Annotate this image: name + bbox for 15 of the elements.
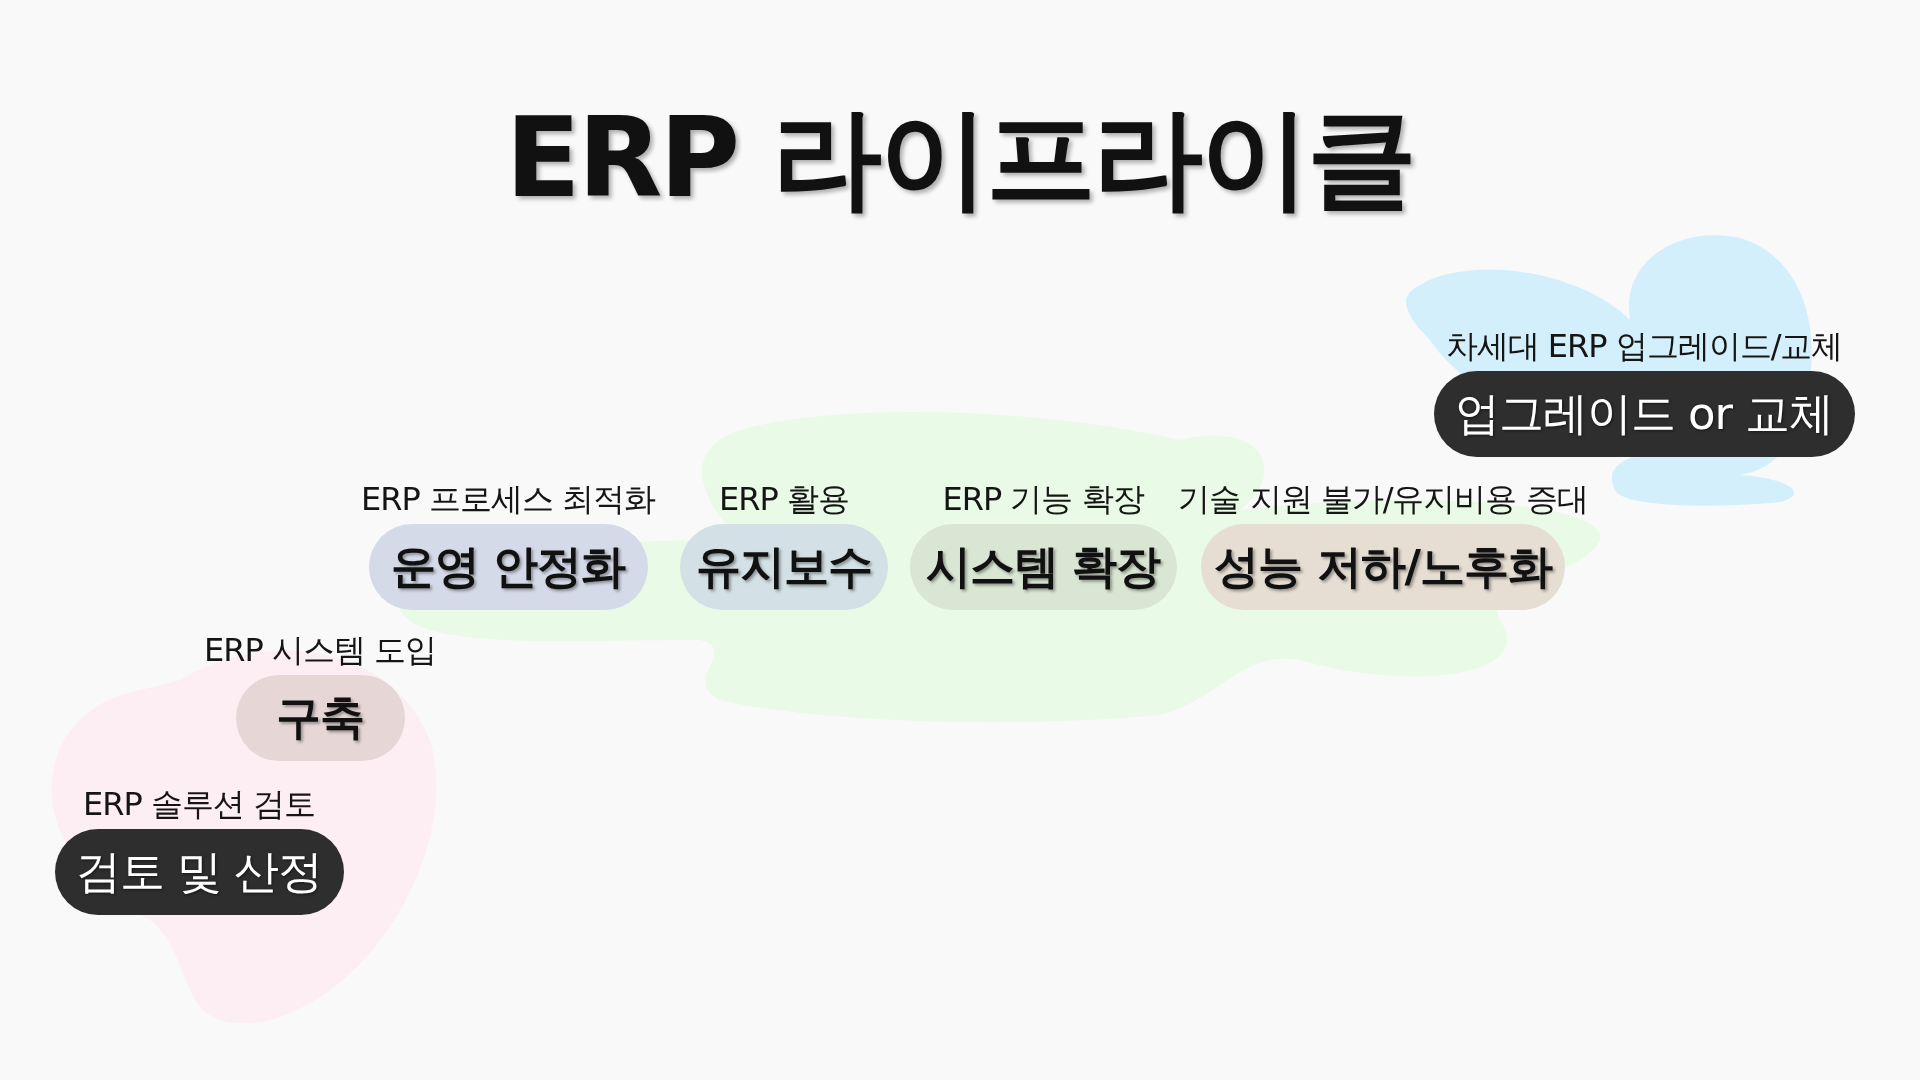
stage-caption: ERP 기능 확장 [942,480,1144,518]
title: ERP 라이프라이클 [504,93,1416,224]
stage-pill: 유지보수 [680,524,888,610]
stage-pill: 운영 안정화 [368,524,648,610]
stage-pill: 업그레이드 or 교체 [1433,371,1855,457]
stage-caption: ERP 활용 [719,480,849,518]
stage-caption: 기술 지원 불가/유지비용 증대 [1178,480,1588,518]
stage-caption: ERP 프로세스 최적화 [360,480,656,518]
stage-pill: 시스템 확장 [909,524,1177,610]
stage-caption: ERP 시스템 도입 [203,631,437,669]
stage-caption: ERP 솔루션 검토 [82,785,316,823]
stage-pill: 검토 및 산정 [54,829,344,915]
stage-pill: 구축 [235,675,405,761]
stage-caption: 차세대 ERP 업그레이드/교체 [1445,327,1843,365]
stage-pill: 성능 저하/노후화 [1201,524,1565,610]
